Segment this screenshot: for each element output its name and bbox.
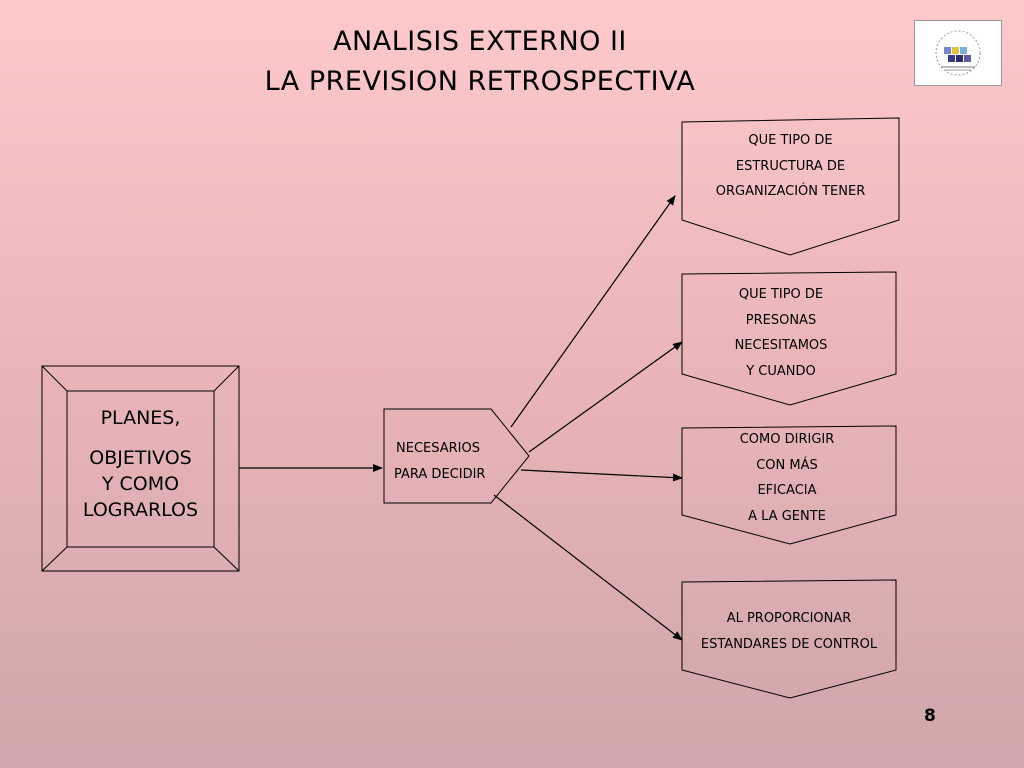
outcome-label-2: QUE TIPO DE PRESONAS NECESITAMOS Y CUAND… bbox=[678, 282, 884, 384]
outcome-line: PRESONAS bbox=[745, 312, 817, 328]
source-line: PLANES, bbox=[100, 407, 181, 429]
outcome-line: AL PROPORCIONAR bbox=[726, 611, 852, 626]
middle-line: NECESARIOS bbox=[396, 441, 480, 456]
middle-line: PARA DECIDIR bbox=[394, 466, 486, 482]
outcome-line: ESTRUCTURA DE bbox=[735, 158, 846, 174]
source-line: Y COMO bbox=[101, 473, 180, 495]
outcome-box-2 bbox=[681, 271, 897, 406]
outcome-label-1: QUE TIPO DE ESTRUCTURA DE ORGANIZACIÓN T… bbox=[682, 128, 899, 205]
outcome-line: COMO DIRIGIR bbox=[739, 432, 835, 447]
arrow-to-outcome-2 bbox=[528, 341, 683, 453]
outcome-box-3 bbox=[681, 425, 897, 545]
outcome-line: ESTANDARES DE CONTROL bbox=[700, 636, 878, 652]
arrow-to-outcome-1 bbox=[510, 195, 676, 428]
outcome-line: Y CUANDO bbox=[746, 363, 816, 379]
outcome-label-4: AL PROPORCIONAR ESTANDARES DE CONTROL bbox=[682, 606, 896, 657]
source-line: LOGRARLOS bbox=[82, 499, 199, 521]
source-label: PLANES, OBJETIVOS Y COMO LOGRARLOS bbox=[67, 405, 214, 523]
outcome-box-1 bbox=[681, 117, 900, 256]
source-line: OBJETIVOS bbox=[89, 447, 192, 469]
outcome-label-3: COMO DIRIGIR CON MÁS EFICACIA A LA GENTE bbox=[682, 427, 892, 529]
slide-title-line1: ANALISIS EXTERNO II bbox=[333, 26, 627, 57]
outcome-line: QUE TIPO DE bbox=[738, 287, 824, 302]
middle-label: NECESARIOS PARA DECIDIR bbox=[386, 436, 502, 487]
slide-title-line2: LA PREVISION RETROSPECTIVA bbox=[264, 66, 696, 97]
outcome-box-4 bbox=[681, 579, 897, 699]
arrow-to-outcome-4 bbox=[493, 494, 683, 641]
university-logo-icon bbox=[914, 20, 1002, 86]
outcome-line: A LA GENTE bbox=[748, 508, 826, 524]
page-number: 8 bbox=[924, 706, 936, 726]
outcome-line: CON MÁS bbox=[756, 457, 818, 473]
middle-box bbox=[383, 408, 530, 504]
outcome-line: ORGANIZACIÓN TENER bbox=[715, 184, 866, 199]
outcome-line: QUE TIPO DE bbox=[748, 133, 833, 148]
arrow-to-outcome-3 bbox=[520, 469, 683, 482]
outcome-line: EFICACIA bbox=[757, 483, 817, 498]
outcome-line: NECESITAMOS bbox=[734, 338, 828, 353]
